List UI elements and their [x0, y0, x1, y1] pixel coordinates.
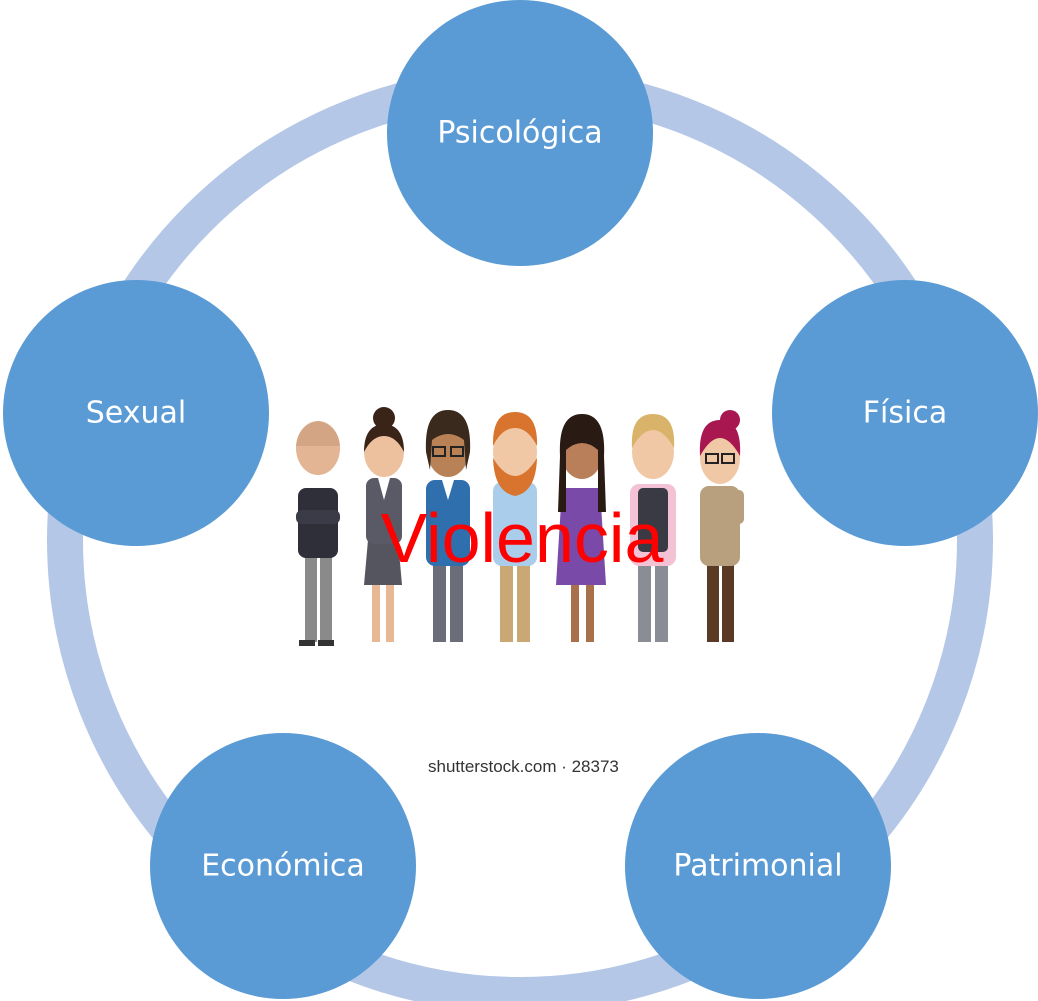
center-label: Violencia — [381, 499, 664, 577]
node-label-sexual: Sexual — [86, 396, 186, 431]
node-sexual: Sexual — [3, 280, 269, 546]
person-icon — [425, 410, 471, 642]
person-icon — [296, 421, 340, 646]
image-watermark: shutterstock.com · 28373 — [428, 757, 619, 776]
node-fisica: Física — [772, 280, 1038, 546]
person-icon — [699, 410, 744, 642]
node-label-psicologica: Psicológica — [437, 116, 602, 151]
person-icon — [492, 412, 538, 642]
person-icon — [630, 414, 676, 642]
node-psicologica: Psicológica — [387, 0, 653, 266]
node-label-economica: Económica — [201, 849, 365, 884]
person-icon — [556, 414, 606, 642]
node-label-patrimonial: Patrimonial — [673, 849, 842, 884]
node-patrimonial: Patrimonial — [625, 733, 891, 999]
person-icon — [364, 407, 404, 642]
node-economica: Económica — [150, 733, 416, 999]
people-illustration — [296, 407, 744, 646]
node-label-fisica: Física — [863, 396, 947, 431]
